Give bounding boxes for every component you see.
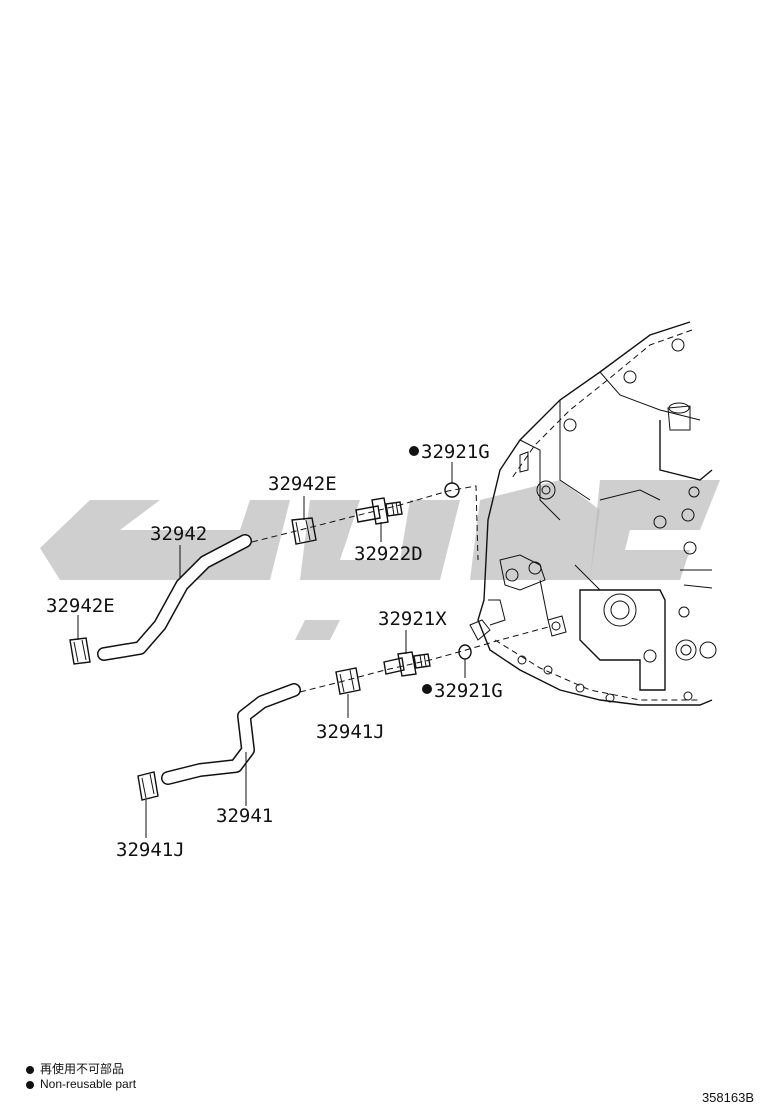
lower-alignment-line: [299, 625, 553, 693]
engine-block: [469, 321, 717, 706]
label-32921G-lower: 32921G: [434, 680, 503, 702]
label-32941J-left: 32941J: [116, 839, 185, 861]
lower-hose-assembly: [137, 625, 553, 801]
label-32941: 32941: [216, 805, 273, 827]
label-32922D: 32922D: [354, 543, 423, 565]
clamp-32941J-right: [335, 667, 361, 695]
clamp-32941J-left: [137, 771, 159, 801]
label-32942: 32942: [150, 523, 207, 545]
bullet-icon: [26, 1080, 34, 1089]
legend-non-reusable-ja: 再使用不可部品: [26, 1060, 124, 1077]
bullet-icon: [26, 1065, 34, 1074]
upper-hose-assembly: [69, 482, 479, 665]
label-32921X: 32921X: [378, 608, 447, 630]
label-32921G-upper: 32921G: [421, 441, 490, 463]
union-32921X: [383, 651, 431, 677]
watermark-logo: [40, 480, 720, 640]
label-32942E-lower: 32942E: [46, 595, 115, 617]
non-reusable-marker-upper: [409, 446, 419, 456]
label-32942E-upper: 32942E: [268, 473, 337, 495]
figure-id: 358163B: [701, 1090, 754, 1105]
label-32941J-right: 32941J: [316, 721, 385, 743]
clamp-32942E-lower: [69, 637, 91, 665]
part-labels: 32921G 32942E 32942 32922D 32942E 32921X…: [46, 441, 503, 861]
gasket-32921G-lower: [458, 644, 472, 660]
legend-text-ja: 再使用不可部品: [40, 1062, 125, 1076]
clamp-32942E-upper: [291, 517, 317, 545]
legend-non-reusable-en: Non-reusable part: [26, 1077, 136, 1091]
union-32922D: [355, 497, 403, 525]
leader-lines: [77, 462, 466, 838]
non-reusable-marker-lower: [422, 684, 432, 694]
gasket-32921G-upper: [444, 482, 460, 498]
legend-text-en: Non-reusable part: [40, 1077, 137, 1091]
